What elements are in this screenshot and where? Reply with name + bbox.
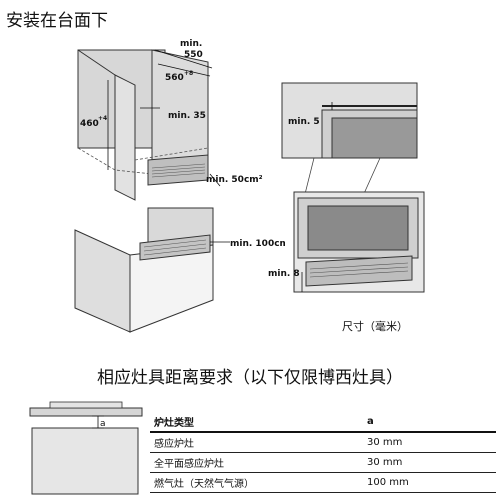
dim-min550-value: 550 <box>184 50 203 60</box>
dim-height-460: 460 <box>80 119 99 129</box>
dim-min5: min. 5 <box>288 117 320 127</box>
cabinet-base-diagram: min. 100cm² <box>74 207 285 333</box>
dim-min50cm2: min. 50cm² <box>206 175 263 185</box>
dim-height-460-tolerance: +4 <box>98 115 107 122</box>
dim-width-560: 560 <box>165 73 184 83</box>
table-cell: 100 mm <box>363 472 496 493</box>
table-row: 全平面感应炉灶 30 mm <box>150 452 496 473</box>
table-cell: 感应炉灶 <box>150 432 363 453</box>
table-row: 燃气灶（天然气气源） 100 mm <box>150 472 496 493</box>
units-caption: 尺寸（毫米） <box>342 320 408 333</box>
page-title: 安装在台面下 <box>6 11 108 31</box>
cabinet-opening-diagram: min. 550 560 +8 460 +4 min. 35 min. 50cm… <box>77 39 263 201</box>
installed-oven-diagram: min. 5 min. 8 <box>268 82 425 293</box>
column-header-a: a <box>363 412 496 433</box>
dim-min8: min. 8 <box>268 269 300 279</box>
table-row: 感应炉灶 30 mm <box>150 432 496 453</box>
cooktop-clearance-diagram: a <box>29 401 143 495</box>
table-header-row: 炉灶类型 a <box>150 412 496 433</box>
dim-min550-top: min. <box>180 39 202 49</box>
dim-min100cm2: min. 100cm² <box>230 239 285 249</box>
dim-a: a <box>100 419 106 429</box>
table-cell: 30 mm <box>363 432 496 453</box>
table-cell: 燃气灶（天然气气源） <box>150 472 363 493</box>
dim-width-560-tolerance: +8 <box>184 70 193 77</box>
column-header-type: 炉灶类型 <box>150 412 363 433</box>
table-cell: 全平面感应炉灶 <box>150 452 363 473</box>
section-title: 相应灶具距离要求（以下仅限博西灶具） <box>97 368 403 388</box>
cooktop-clearance-table: 炉灶类型 a 感应炉灶 30 mm 全平面感应炉灶 30 mm 燃气灶（天然气气… <box>150 412 496 493</box>
table-cell: 30 mm <box>363 452 496 473</box>
dim-min35: min. 35 <box>168 111 206 121</box>
